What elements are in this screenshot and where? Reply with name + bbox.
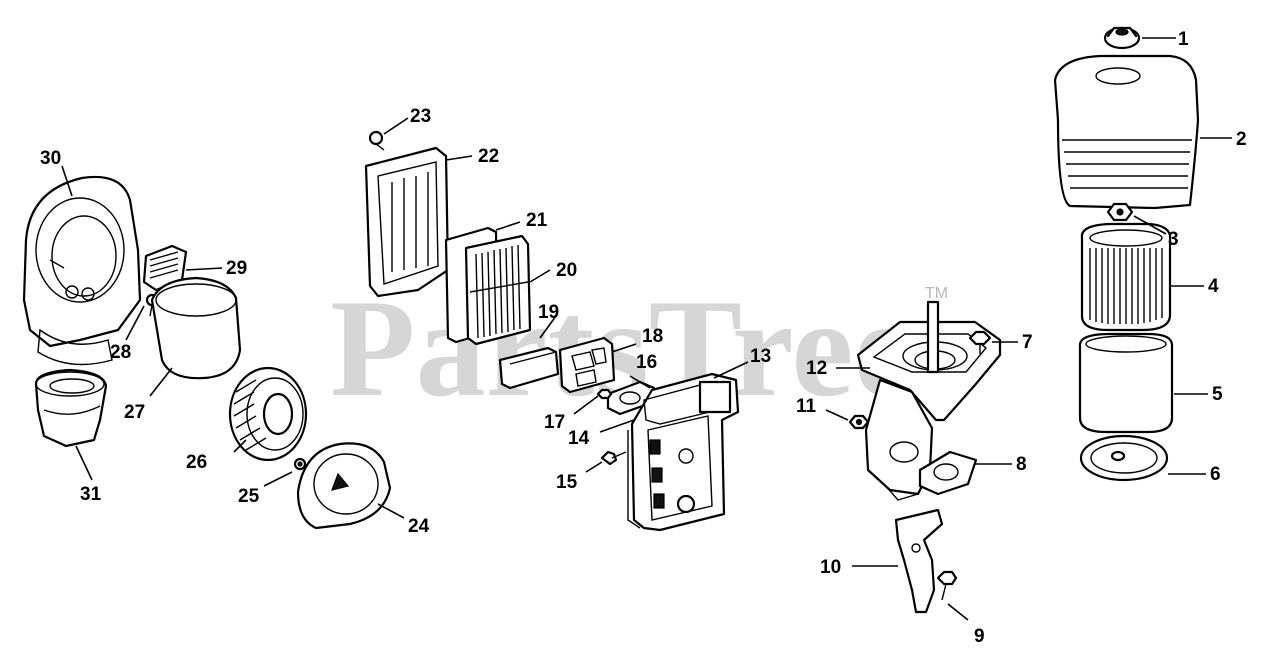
part-13-air-cleaner-base[interactable] [630, 372, 740, 532]
part-6-seal[interactable] [1079, 434, 1169, 482]
callout-24: 24 [408, 516, 430, 537]
callout-14: 14 [568, 428, 590, 449]
part-31-precleaner-bowl[interactable] [34, 368, 108, 448]
callout-7: 7 [1022, 332, 1033, 353]
callout-9: 9 [974, 626, 985, 647]
callout-3: 3 [1168, 229, 1179, 250]
callout-13: 13 [750, 346, 771, 367]
part-27-foam-precleaner[interactable] [150, 276, 242, 380]
callout-12: 12 [806, 358, 827, 379]
part-23-screw[interactable] [368, 130, 385, 151]
part-8-gasket[interactable] [918, 450, 978, 496]
part-14-gasket[interactable] [627, 430, 641, 529]
part-4-paper-filter-element[interactable] [1080, 222, 1172, 332]
part-2-air-cleaner-cover[interactable] [1053, 54, 1200, 210]
part-11-nut[interactable] [848, 414, 870, 430]
callout-1: 1 [1178, 29, 1189, 50]
part-7-screw[interactable] [968, 330, 992, 354]
callout-17: 17 [544, 412, 565, 433]
part-18-gasket[interactable] [558, 336, 616, 394]
callout-27: 27 [124, 402, 145, 423]
leader-lines [61, 37, 1232, 621]
part-25-nut[interactable] [293, 457, 307, 471]
callout-21: 21 [526, 210, 548, 231]
part-19-foam-element[interactable] [498, 346, 560, 390]
callout-30: 30 [40, 148, 61, 169]
part-9-bolt[interactable] [936, 570, 958, 601]
part-29-filter-screen[interactable] [142, 244, 188, 292]
part-15-screw[interactable] [600, 450, 627, 466]
part-3-nut[interactable] [1106, 202, 1134, 222]
part-24-cover[interactable] [296, 442, 392, 530]
part-5-precleaner[interactable] [1078, 332, 1174, 434]
watermark-trademark: TM [925, 285, 948, 302]
callout-31: 31 [80, 484, 102, 505]
part-20-filter-panel[interactable] [464, 234, 532, 346]
callout-22: 22 [478, 146, 499, 167]
callout-19: 19 [538, 302, 559, 323]
part-26-filter-element[interactable] [228, 366, 308, 462]
callout-5: 5 [1212, 384, 1223, 405]
callout-10: 10 [820, 557, 841, 578]
callout-11: 11 [796, 396, 817, 417]
callout-4: 4 [1208, 276, 1219, 297]
part-30-precleaner-housing[interactable] [22, 175, 142, 366]
callout-8: 8 [1016, 454, 1027, 475]
callout-labels: 1 2 3 4 5 6 7 8 9 10 11 12 13 14 15 16 1… [40, 29, 1247, 647]
part-12-air-cleaner-base[interactable] [856, 300, 1002, 501]
callout-20: 20 [556, 260, 577, 281]
callout-6: 6 [1210, 464, 1221, 485]
callout-23: 23 [410, 106, 431, 127]
callout-2: 2 [1236, 129, 1247, 150]
part-22-cover[interactable] [364, 146, 450, 298]
callout-15: 15 [556, 472, 578, 493]
callout-26: 26 [186, 452, 207, 473]
callout-16: 16 [636, 352, 657, 373]
callout-18: 18 [642, 326, 663, 347]
part-10-bracket[interactable] [894, 508, 944, 614]
part-1-wing-nut[interactable] [1103, 26, 1141, 50]
callout-25: 25 [238, 486, 260, 507]
part-17-nut[interactable] [596, 388, 613, 400]
callout-29: 29 [226, 258, 247, 279]
callout-28: 28 [110, 342, 131, 363]
